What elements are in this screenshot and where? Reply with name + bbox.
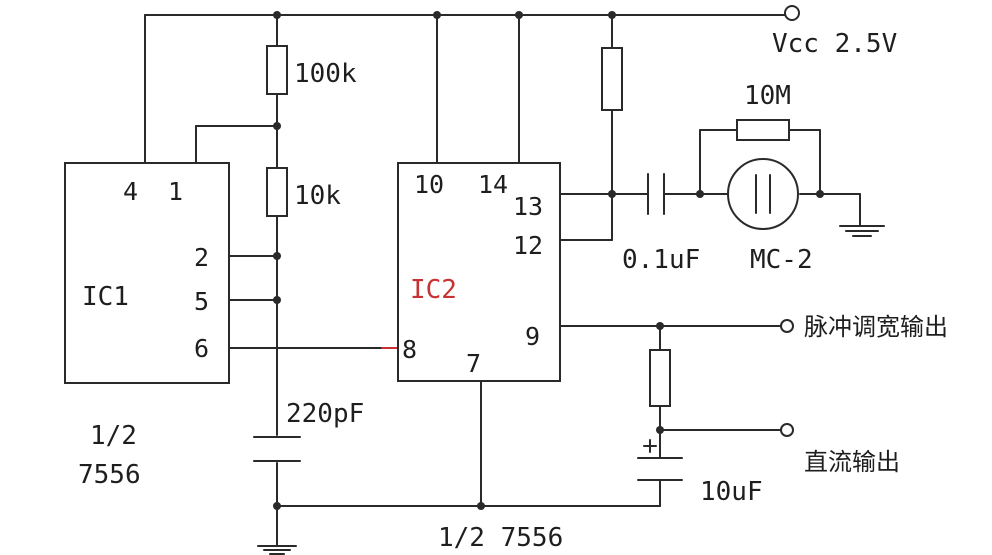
ic1-pin-4: 4: [123, 177, 138, 206]
ic1-name: IC1: [82, 282, 129, 312]
ic1-pin-6: 6: [194, 334, 209, 363]
ic2-pin-13: 13: [513, 192, 543, 221]
ic2-pin-9: 9: [525, 322, 540, 351]
label-mc2: MC-2: [750, 245, 813, 275]
label-220pf: 220pF: [286, 399, 364, 429]
ic2-pin-8: 8: [402, 335, 417, 364]
pwm-output-terminal[interactable]: [780, 319, 794, 333]
ic1-pin-2: 2: [194, 243, 209, 272]
vcc-terminal[interactable]: [784, 5, 800, 21]
ic2-name: IC2: [410, 275, 457, 305]
resistor-100k: [266, 45, 288, 95]
label-10m: 10M: [744, 81, 791, 111]
dc-output-label: 直流输出: [804, 448, 900, 476]
ground-rail: [273, 380, 661, 510]
ic2-body: [397, 162, 561, 382]
mic-input-network: [559, 14, 861, 241]
ic1-pin-1: 1: [168, 177, 183, 206]
vcc-label: Vcc 2.5V: [772, 29, 897, 59]
ic2-pin-14: 14: [478, 170, 508, 199]
label-100k: 100k: [294, 59, 357, 89]
microphone-mc2: [727, 158, 799, 230]
resistor-bias: [601, 47, 623, 111]
resistor-10k: [266, 167, 288, 217]
output-network: [559, 319, 794, 507]
ic1-body: [64, 162, 230, 384]
ic2-pin-10: 10: [414, 170, 444, 199]
pwm-output-label: 脉冲调宽输出: [804, 313, 948, 341]
ic2-pin-12: 12: [513, 231, 543, 260]
ic2-pin-7: 7: [466, 349, 481, 378]
ground-symbol-left: [257, 539, 297, 555]
ic2-part-label: 1/2 7556: [438, 523, 563, 553]
label-10uf: 10uF: [700, 477, 763, 507]
ground-symbol-mic: [839, 225, 885, 237]
ic1-part-number: 7556: [78, 460, 141, 490]
ic1-pin-5: 5: [194, 287, 209, 316]
label-10k: 10k: [294, 181, 341, 211]
timing-network: [195, 14, 399, 541]
ic1-part-fraction: 1/2: [90, 421, 137, 451]
label-0.1uf: 0.1uF: [622, 245, 700, 275]
resistor-10m: [736, 119, 790, 141]
resistor-filter: [649, 349, 671, 407]
dc-output-terminal[interactable]: [780, 423, 794, 437]
